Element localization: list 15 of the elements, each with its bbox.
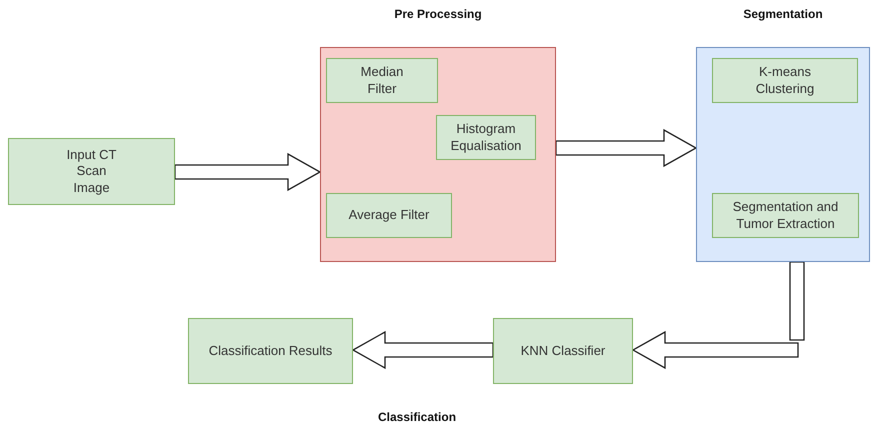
block-arrow — [555, 128, 698, 168]
process-box: K-means Clustering — [712, 58, 858, 103]
section-heading: Classification — [378, 410, 456, 424]
process-box: Classification Results — [188, 318, 353, 384]
block-arrow — [174, 152, 322, 192]
process-box: KNN Classifier — [493, 318, 633, 384]
stage-heading: Segmentation — [742, 7, 824, 21]
process-box: Segmentation and Tumor Extraction — [712, 193, 859, 238]
process-box: Median Filter — [326, 58, 438, 103]
stage-heading: Pre Processing — [393, 7, 483, 21]
process-box: Average Filter — [326, 193, 452, 238]
process-box: Histogram Equalisation — [436, 115, 536, 160]
block-arrow — [632, 261, 805, 370]
process-box: Input CT Scan Image — [8, 138, 175, 205]
block-arrow — [352, 330, 494, 370]
